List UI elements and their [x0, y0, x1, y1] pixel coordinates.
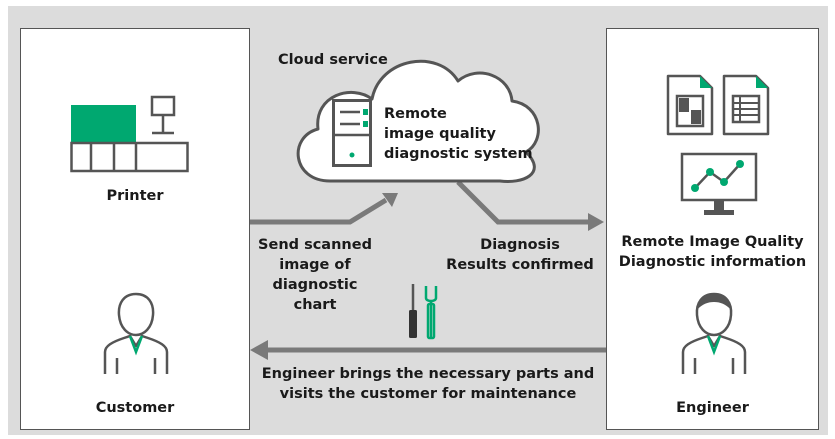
remote-image-quality-info-label: Remote Image Quality Diagnostic informat… — [618, 234, 807, 270]
engineer-label: Engineer — [676, 400, 749, 416]
printer-icon — [70, 95, 189, 173]
customer-person-icon — [103, 292, 169, 374]
server-icon — [332, 99, 372, 167]
customer-label: Customer — [95, 400, 175, 416]
maintenance-arrowhead — [250, 340, 268, 360]
diagnosis-arrowhead — [588, 213, 604, 231]
diagnosis-results-label: Diagnosis Results confirmed — [446, 237, 594, 273]
document-icon — [666, 74, 714, 136]
spreadsheet-document-icon — [722, 74, 770, 136]
cloud-service-label: Cloud service — [278, 52, 388, 68]
send-arrowhead — [382, 193, 398, 207]
maintenance-label: Engineer brings the necessary parts and … — [261, 366, 595, 402]
monitor-chart-icon — [680, 152, 758, 215]
send-scanned-image-label: Send scanned image of diagnostic chart — [258, 237, 372, 313]
engineer-person-icon — [681, 292, 747, 374]
customer-panel — [20, 28, 250, 430]
diagnostic-system-label: Remote image quality diagnostic system — [384, 106, 533, 162]
tools-icon — [409, 284, 438, 340]
send-arrow — [250, 197, 388, 225]
printer-label: Printer — [106, 188, 164, 204]
diagnosis-arrow — [456, 180, 590, 225]
